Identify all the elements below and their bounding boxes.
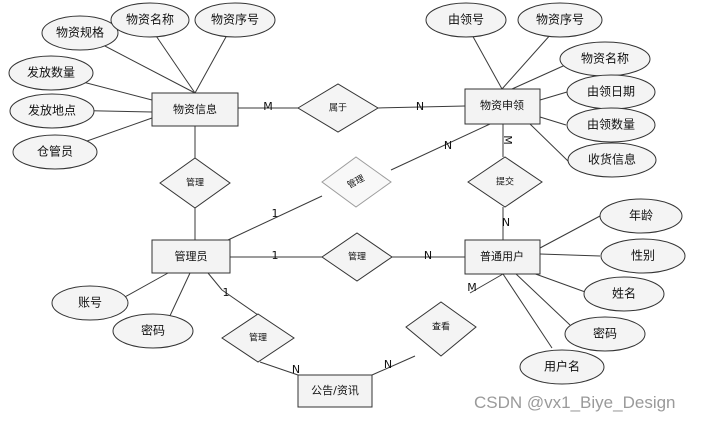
svg-text:性别: 性别 bbox=[631, 249, 655, 263]
attr-admin-account: 账号 bbox=[51, 285, 129, 321]
attr-apply-qty: 由领数量 bbox=[566, 107, 656, 143]
entity-user: 普通用户 bbox=[464, 239, 541, 275]
attr-admin-password: 密码 bbox=[112, 313, 194, 349]
card-admin-manage-apply: 1 bbox=[272, 207, 279, 220]
attr-apply-shipping: 收货信息 bbox=[567, 142, 657, 178]
card-apply-submit: M bbox=[501, 135, 514, 145]
entity-label-material: 物资信息 bbox=[173, 102, 217, 116]
attr-user-name: 姓名 bbox=[583, 276, 665, 312]
attr-user-username: 用户名 bbox=[519, 349, 605, 385]
svg-text:账号: 账号 bbox=[78, 296, 102, 310]
relationship-manage-apply: 管理 bbox=[321, 156, 392, 208]
card-user-submit: N bbox=[502, 216, 510, 229]
card-material-belongs: M bbox=[263, 100, 273, 113]
relationship-manage-notice: 管理 bbox=[221, 313, 295, 363]
card-apply-manage: N bbox=[444, 139, 452, 152]
svg-text:由领数量: 由领数量 bbox=[587, 117, 635, 132]
attr-material-seq: 物资序号 bbox=[194, 2, 276, 38]
entity-label-user: 普通用户 bbox=[480, 249, 524, 263]
svg-text:用户名: 用户名 bbox=[544, 359, 580, 374]
svg-text:收货信息: 收货信息 bbox=[588, 152, 636, 167]
rel-label-view: 查看 bbox=[432, 321, 450, 333]
entity-material: 物资信息 bbox=[151, 92, 239, 127]
relationship-view: 查看 bbox=[405, 301, 477, 357]
svg-text:物资规格: 物资规格 bbox=[56, 25, 104, 40]
attr-material-location: 发放地点 bbox=[9, 93, 95, 129]
svg-text:年龄: 年龄 bbox=[629, 209, 653, 223]
svg-text:由领日期: 由领日期 bbox=[587, 85, 635, 99]
rel-label-submit: 提交 bbox=[496, 176, 514, 188]
entity-admin: 管理员 bbox=[151, 239, 231, 274]
attr-user-password: 密码 bbox=[564, 316, 646, 352]
relationship-belongs: 属于 bbox=[297, 83, 379, 133]
entity-label-notice: 公告/资讯 bbox=[311, 384, 359, 397]
svg-text:物资名称: 物资名称 bbox=[581, 51, 629, 66]
attr-material-spec: 物资规格 bbox=[41, 15, 119, 51]
card-user-view: M bbox=[467, 281, 477, 294]
attr-apply-seq: 物资序号 bbox=[517, 2, 603, 38]
entity-apply: 物资申领 bbox=[464, 88, 541, 125]
relationship-manage-material: 管理 bbox=[159, 157, 231, 209]
svg-text:物资序号: 物资序号 bbox=[536, 12, 584, 27]
svg-text:密码: 密码 bbox=[593, 326, 617, 341]
card-apply-belongs: N bbox=[416, 100, 424, 113]
card-notice-view: N bbox=[384, 358, 392, 371]
svg-text:姓名: 姓名 bbox=[612, 286, 636, 301]
svg-text:由领号: 由领号 bbox=[448, 13, 484, 27]
attr-user-age: 年龄 bbox=[599, 198, 683, 234]
attr-material-keeper: 仓管员 bbox=[12, 134, 98, 170]
attr-material-qty: 发放数量 bbox=[8, 55, 94, 91]
relationship-manage-user: 管理 bbox=[321, 232, 393, 282]
svg-text:物资序号: 物资序号 bbox=[211, 12, 259, 27]
card-admin-manage-notice: 1 bbox=[223, 286, 230, 299]
entity-notice: 公告/资讯 bbox=[297, 374, 373, 408]
rel-label-manage-material: 管理 bbox=[186, 177, 204, 189]
attr-apply-name: 物资名称 bbox=[559, 41, 651, 77]
svg-text:物资名称: 物资名称 bbox=[126, 12, 174, 27]
attr-user-gender: 性别 bbox=[600, 238, 686, 274]
rel-label-belongs: 属于 bbox=[329, 103, 347, 114]
svg-text:发放数量: 发放数量 bbox=[27, 65, 75, 80]
card-admin-manage-user: 1 bbox=[272, 249, 279, 262]
card-notice-manage: N bbox=[292, 363, 300, 376]
svg-text:发放地点: 发放地点 bbox=[28, 103, 76, 118]
relationship-submit: 提交 bbox=[467, 156, 543, 208]
cardinalities: M N M N 1 N 1 N 1 N N M bbox=[223, 100, 515, 376]
attr-material-name: 物资名称 bbox=[110, 2, 190, 38]
watermark: CSDN @vx1_Biye_Design bbox=[474, 393, 676, 412]
card-user-manage: N bbox=[424, 249, 432, 262]
attr-apply-no: 由领号 bbox=[425, 2, 507, 38]
entity-label-admin: 管理员 bbox=[175, 249, 208, 263]
rel-label-manage-notice: 管理 bbox=[249, 332, 267, 344]
rel-label-manage-user: 管理 bbox=[348, 251, 366, 263]
attr-apply-date: 由领日期 bbox=[566, 74, 656, 110]
svg-text:仓管员: 仓管员 bbox=[37, 144, 73, 159]
entity-label-apply: 物资申领 bbox=[480, 98, 524, 112]
svg-text:密码: 密码 bbox=[141, 323, 165, 338]
